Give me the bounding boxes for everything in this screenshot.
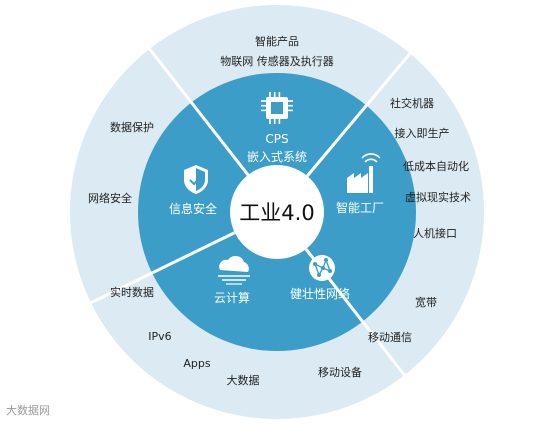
shield-icon [184, 165, 208, 194]
segment-label-network: 健壮性网络 [290, 286, 350, 301]
cloud-icon [218, 255, 250, 285]
segment-label-cps: CPS [265, 132, 288, 146]
outer-label-cps: 物联网 传感器及执行器 [220, 54, 334, 68]
outer-label-factory: 虚拟现实技术 [405, 190, 471, 204]
outer-label-security: 网络安全 [88, 191, 132, 205]
outer-label-network: 宽带 [415, 295, 437, 309]
center-title: 工业4.0 [239, 201, 314, 225]
outer-label-cloud: IPv6 [148, 330, 171, 343]
outer-label-factory: 接入即生产 [395, 126, 450, 140]
outer-label-factory: 人机接口 [413, 226, 457, 240]
watermark: 大数据网 [6, 404, 50, 417]
chip-icon [261, 92, 293, 124]
outer-label-network: 移动设备 [318, 365, 362, 379]
segment-label-security: 信息安全 [169, 201, 217, 216]
segment-divider [148, 47, 250, 176]
network-globe-icon [309, 255, 335, 281]
outer-label-security: 数据保护 [110, 120, 154, 134]
outer-label-cloud: 实时数据 [110, 285, 154, 299]
segment-label-cps: 嵌入式系统 [247, 150, 307, 164]
outer-label-cloud: 大数据 [227, 373, 260, 387]
factory-icon [347, 153, 381, 193]
segment-icons [184, 92, 381, 285]
center-circle [230, 165, 324, 259]
outer-label-cps: 智能产品 [255, 34, 299, 48]
outer-label-factory: 社交机器 [390, 96, 434, 110]
outer-label-factory: 低成本自动化 [403, 159, 469, 173]
segment-label-cloud: 云计算 [214, 290, 250, 305]
segment-label-factory: 智能工厂 [336, 200, 384, 215]
segment-divider [90, 231, 236, 305]
segment-divider [306, 52, 412, 177]
outer-label-network: 移动通信 [368, 331, 412, 344]
outer-label-cloud: Apps [183, 357, 210, 370]
